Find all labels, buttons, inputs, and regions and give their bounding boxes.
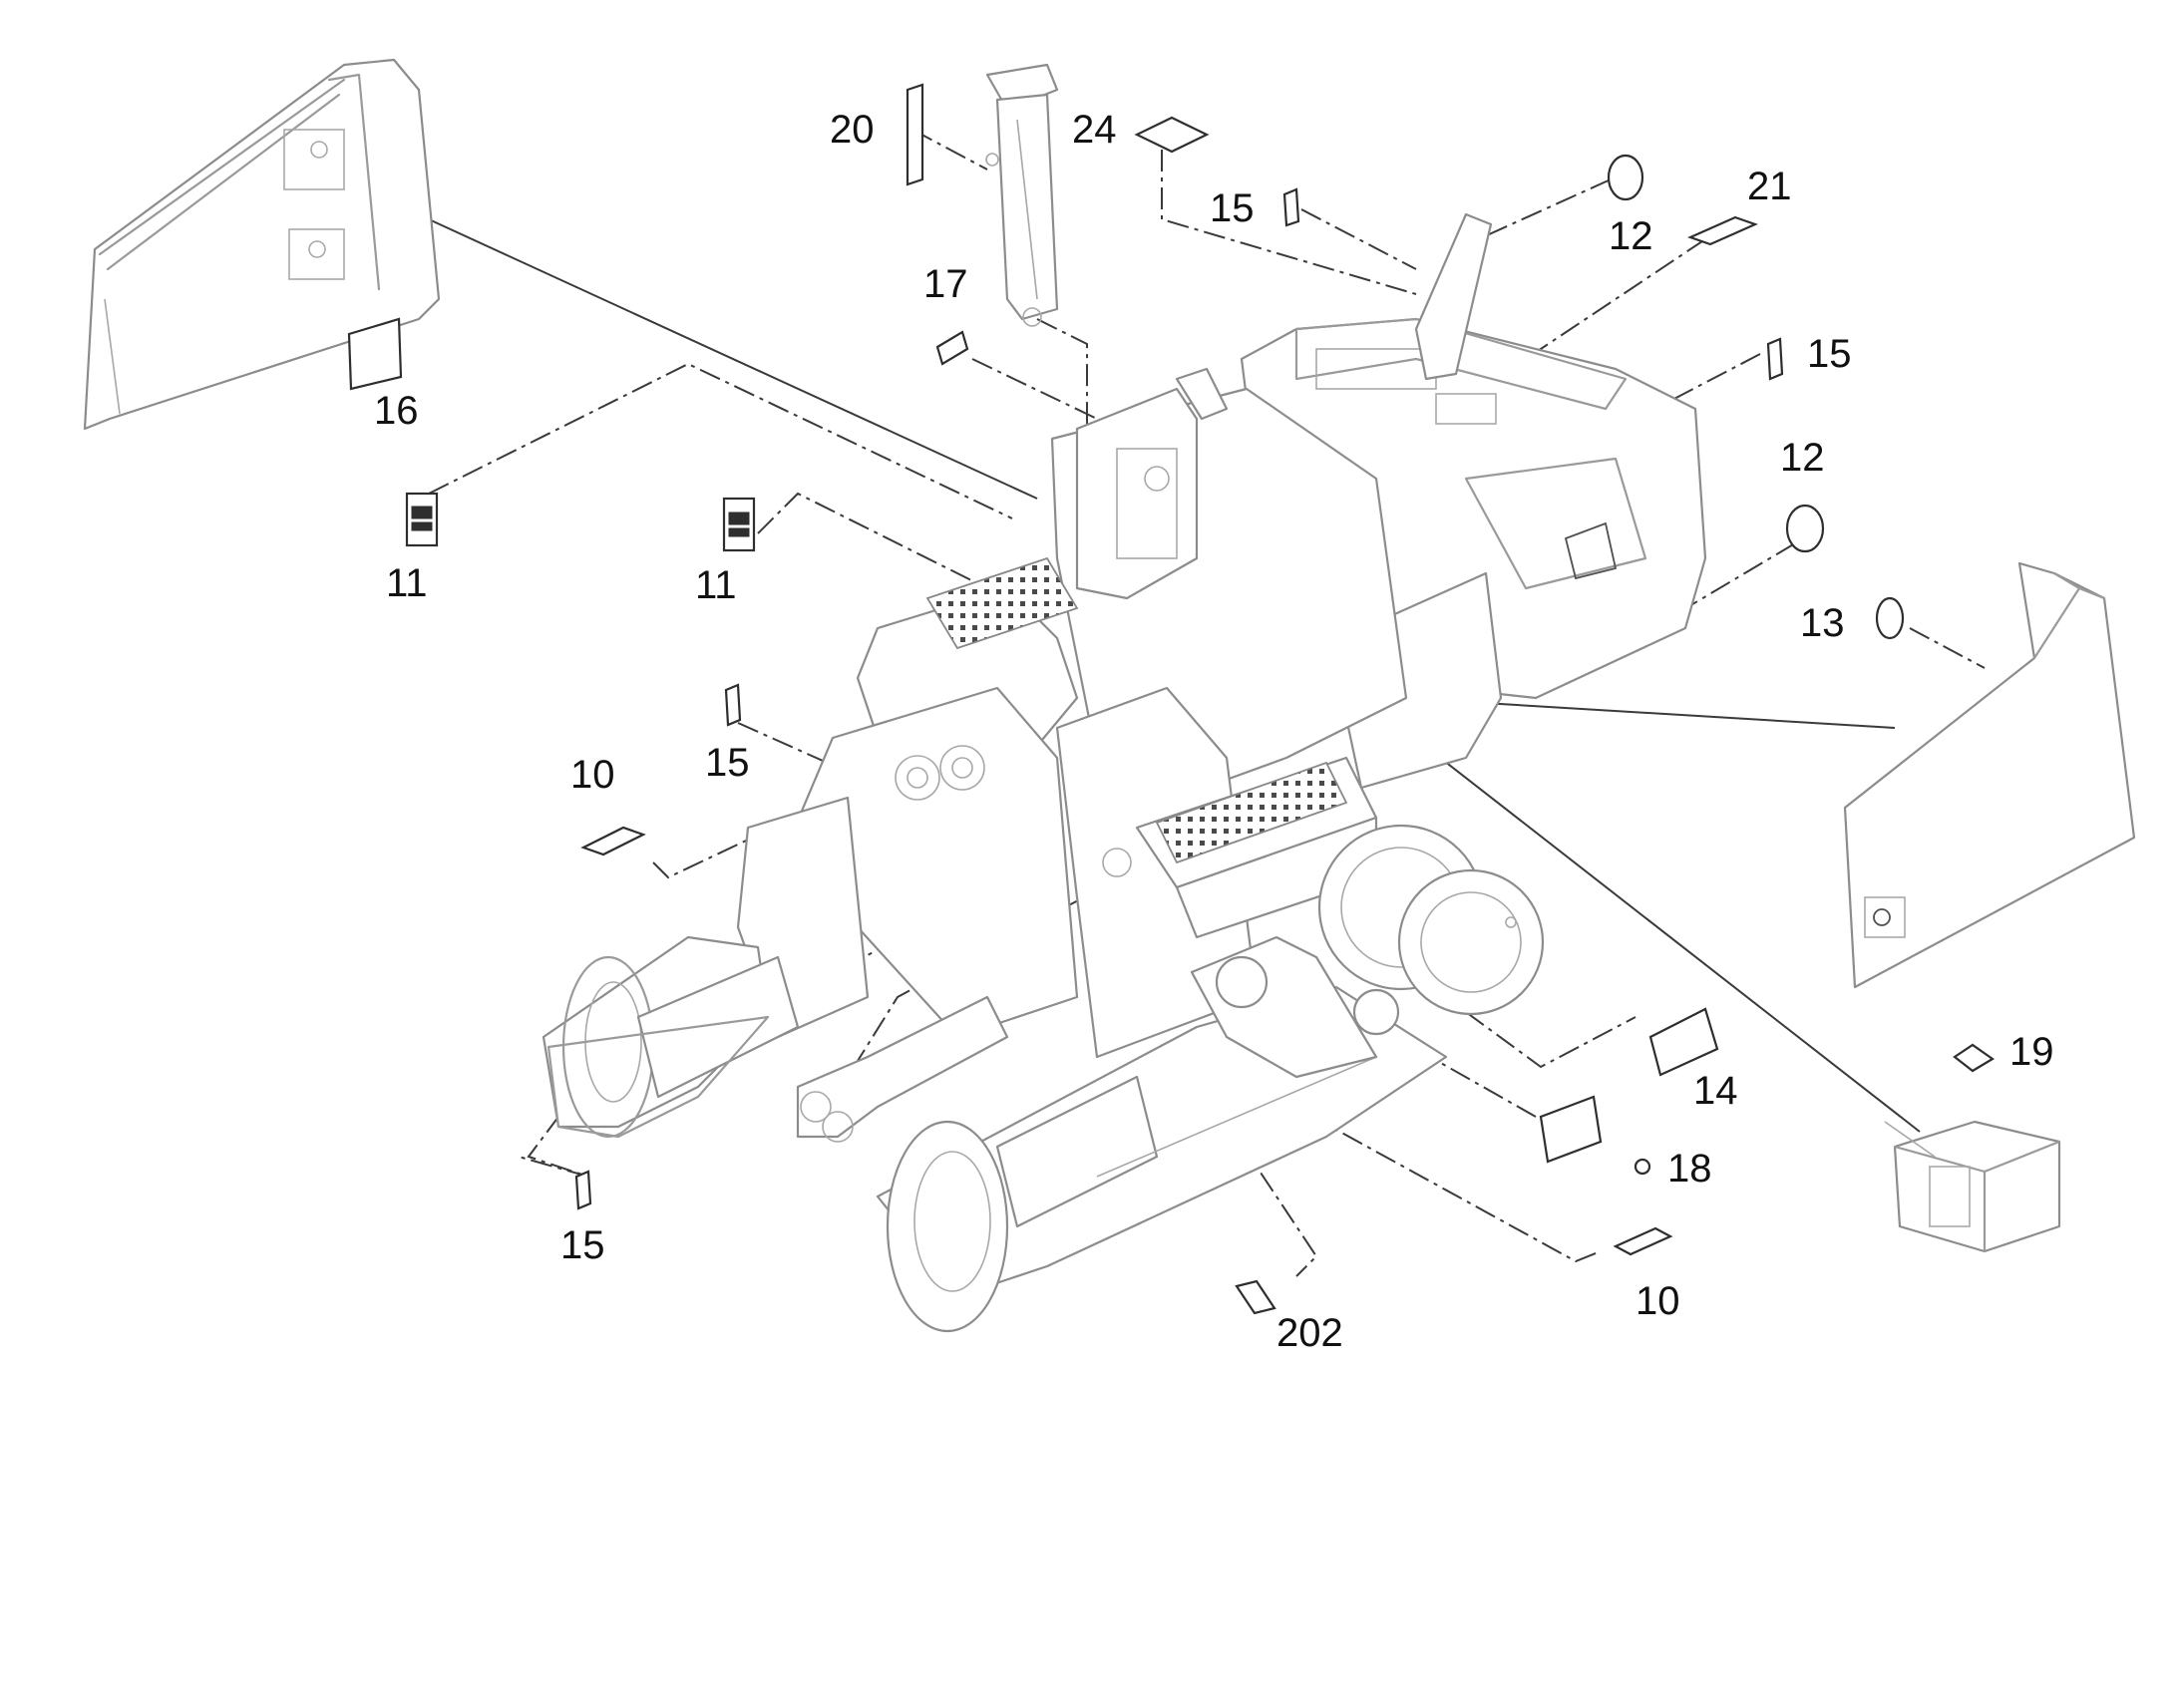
leader-11b [757, 492, 998, 594]
leader-15a [1300, 208, 1417, 270]
callout-13: 13 [1800, 601, 1845, 645]
callout-11: 11 [695, 563, 737, 607]
decals [347, 83, 1996, 1315]
decal-10a [580, 826, 646, 856]
callout-18: 18 [1667, 1147, 1712, 1191]
callout-15: 15 [560, 1223, 605, 1267]
leader-20 [911, 129, 988, 171]
cap-12a [1607, 154, 1644, 201]
leader-14 [1465, 1011, 1636, 1069]
cap-12b [1785, 504, 1825, 553]
plate-18 [1539, 1095, 1603, 1164]
leader-15d [518, 1156, 589, 1178]
seal-13 [1875, 596, 1905, 640]
callout-11: 11 [386, 561, 428, 605]
callout-10: 10 [1635, 1279, 1680, 1323]
decal-15c [724, 683, 742, 727]
leader-10b [1275, 1096, 1602, 1263]
leader-24 [1161, 150, 1417, 295]
decal-15d [574, 1170, 592, 1210]
callout-19: 19 [2009, 1030, 2054, 1074]
leader-15b [1644, 353, 1761, 415]
decal-202 [1235, 1279, 1276, 1315]
hydraulic-cylinder [985, 63, 1059, 327]
callout-202: 202 [1276, 1311, 1343, 1355]
callout-24: 24 [1072, 108, 1117, 152]
decal-15a [1282, 187, 1300, 227]
callout-12: 12 [1609, 214, 1653, 258]
decal-20 [906, 83, 924, 186]
decal-17 [935, 330, 969, 366]
callout-labels: 20 24 15 12 21 17 15 12 16 11 11 13 15 1… [374, 108, 2054, 1355]
decal-11a [405, 492, 439, 547]
callout-21: 21 [1747, 165, 1792, 208]
control-box [1884, 1120, 2061, 1253]
callout-14: 14 [1693, 1069, 1738, 1113]
leader-side-guard-left [428, 218, 1038, 500]
callout-12: 12 [1780, 436, 1825, 480]
decal-21 [1687, 215, 1758, 246]
decal-19 [1953, 1043, 1996, 1073]
decal-10b [1613, 1226, 1673, 1256]
screw-18 [1634, 1158, 1651, 1176]
leader-13 [1909, 627, 1986, 669]
callout-10: 10 [570, 753, 615, 797]
callout-20: 20 [830, 108, 875, 152]
leader-17b [971, 358, 1098, 420]
callout-16: 16 [374, 389, 419, 433]
callout-17: 17 [923, 262, 968, 306]
decal-24 [1134, 116, 1210, 154]
right-side-cover [1843, 561, 2136, 989]
callout-15: 15 [705, 741, 750, 785]
leader-17a [1036, 318, 1088, 578]
callout-15: 15 [1210, 186, 1255, 230]
leader-control-box [1375, 707, 1921, 1133]
decal-16 [347, 317, 403, 391]
decal-14 [1648, 1007, 1719, 1077]
callout-15: 15 [1807, 332, 1852, 376]
leader-10a [652, 831, 1018, 879]
decal-15b [1766, 337, 1784, 381]
machine-body [542, 212, 1707, 1333]
leader-11a [428, 362, 1013, 519]
